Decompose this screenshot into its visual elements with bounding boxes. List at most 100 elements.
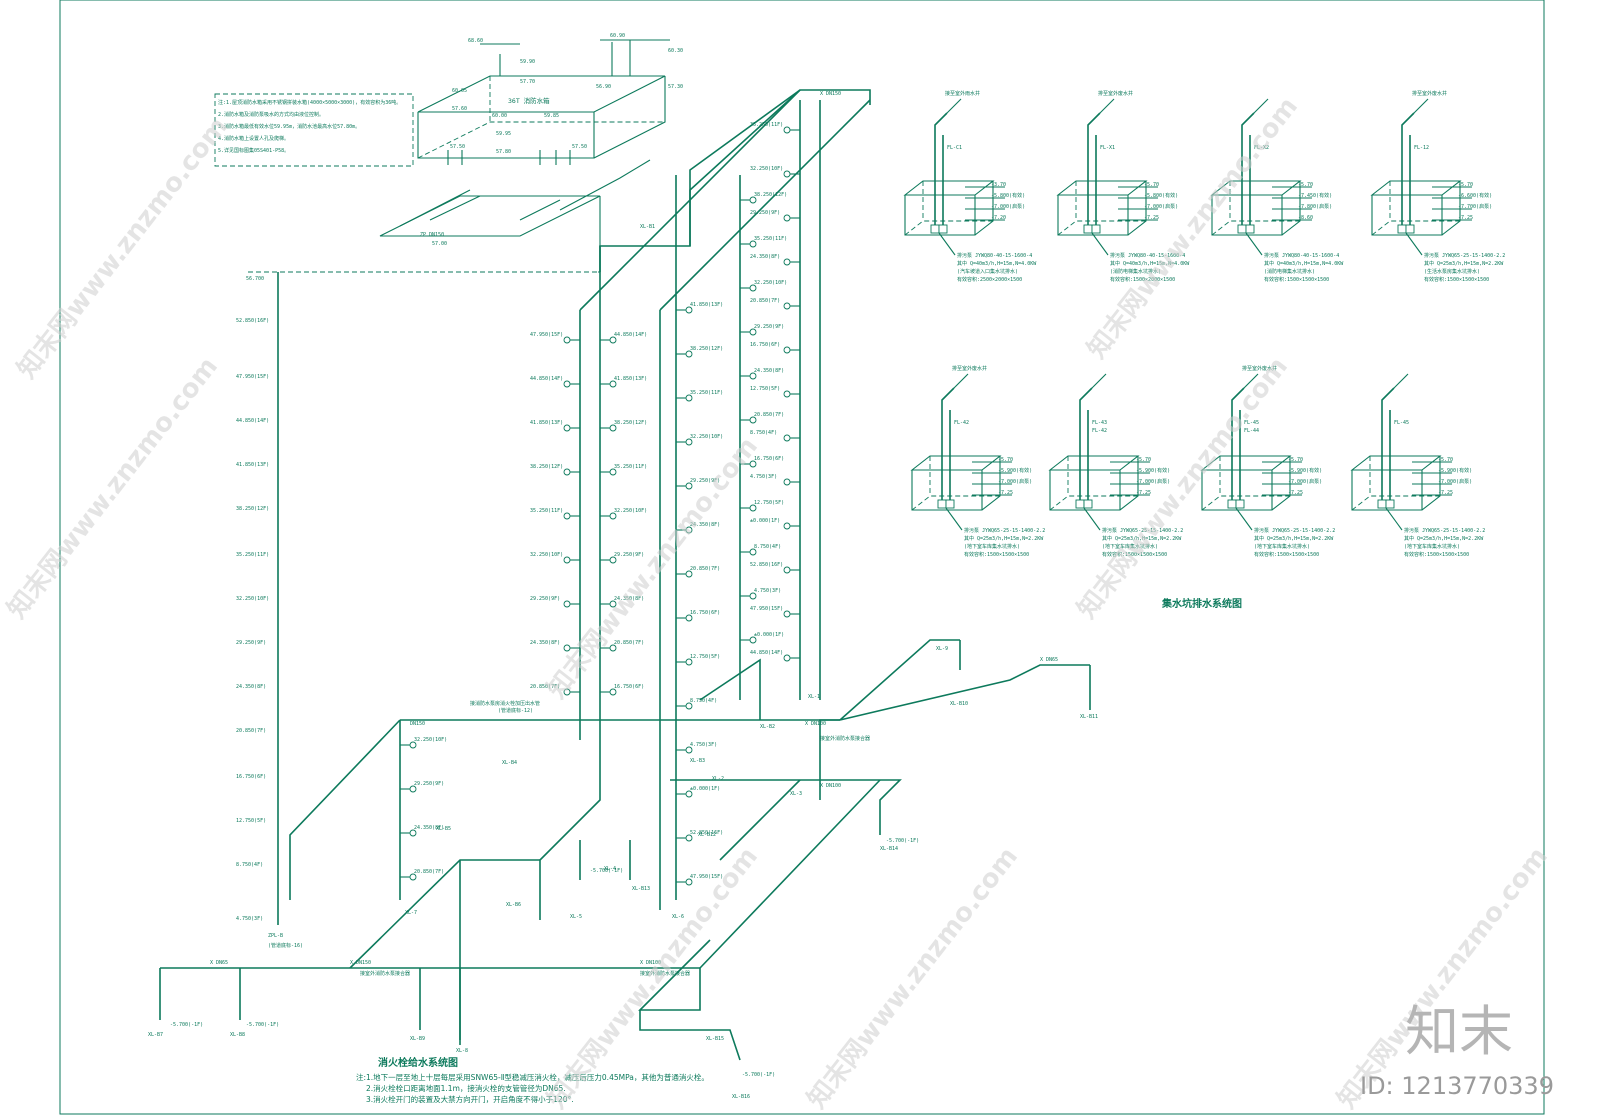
watermark-text: 知末网www.znzmo.com [1072,352,1294,624]
sump-title: 集水坑排水系统图 [1161,597,1242,610]
pit-outlet-note: 排至室外废水井 [1412,90,1447,97]
tank-level-0: 68.60 [468,38,483,44]
discharge-pipe [1413,98,1429,114]
floor-level-label: 32.250(10F) [754,280,787,286]
pit-level-label: -5.70 [1288,457,1303,463]
pit-top [1056,180,1148,196]
floor-level-label: 24.350(8F) [750,254,780,260]
floor-13: 8.750(4F) [236,862,263,868]
spec-leader [938,232,956,256]
pit-pump-spec: 有效容积:1500×1500×1500 [1254,551,1319,558]
floor-level-label: 32.250(10F) [614,508,647,514]
hydrant-icon [685,526,693,534]
floor-level-label: 29.250(9F) [750,210,780,216]
box-note-3: 4.消防水箱上设置人孔及爬梯。 [218,135,289,142]
hydrant-icon [609,600,617,608]
sump-pit-unit: -3.70-5.800(有效)-7.000(启泵)-7.20FL-C1接至室外雨… [903,90,1037,283]
floor-8: 29.250(9F) [236,640,266,646]
pit-level-label: -7.000(启泵) [1438,478,1472,485]
hydrant-icon [685,790,693,798]
pit-pump-spec: 排污泵 JYWQ80-40-15-1600-4 [957,252,1032,259]
riser-xl-b9: XL-B9 [410,1036,425,1042]
floor-level-label: 8.750(4F) [750,430,777,436]
hydrant-icon [783,258,791,266]
floor-level-label: 4.750(3F) [754,588,781,594]
pit-level-label: -3.70 [991,182,1006,188]
box-note-0: 注:1.屋顶消防水箱采用不锈钢拼装水箱(4000×5000×3000)，有效容积… [218,99,401,106]
pit-riser-id: FL-C1 [947,145,962,151]
hydrant-icon [783,126,791,134]
pit-level-label: -7.000(启泵) [1288,478,1322,485]
riser-id-zplb: ZPL-B [268,933,283,939]
hydrant-icon [685,438,693,446]
floor-level-label: 52.850(16F) [750,562,783,568]
riser-xl-6: XL-6 [672,914,684,920]
pit-hidden-edges [1057,181,1146,236]
floor-level-label: 47.950(15F) [690,874,723,880]
spec-leader [1235,507,1253,531]
hydrant-icon [685,658,693,666]
box-note-4: 5.详见国标图集05S401-P58。 [218,147,289,154]
floor-level-label: 20.850(7F) [614,640,644,646]
floor-level-label: 12.750(5F) [690,654,720,660]
riser-xl-b13: XL-B13 [632,886,650,892]
tank-level-6: 57.60 [452,106,467,112]
pump-icon [937,499,947,509]
pump-icon [1377,499,1387,509]
pit-level-label: -8.60 [1298,215,1313,221]
tank-outlet-piping: ZP DN150 [248,159,651,273]
pit-box [1057,181,1147,236]
hydrant-icon [685,834,693,842]
b-level-1: -5.700(-1F) [246,1022,279,1028]
tank-level-9: 59.95 [496,131,511,137]
pit-hidden-edges [904,181,993,236]
floor-level-label: 38.250(12F) [530,464,563,470]
riser-xl-9: XL-9 [936,646,948,652]
sump-pit-unit: -5.70-5.900(有效)-7.000(启泵)-7.25FL-42排至室外废… [910,365,1045,558]
hydrant-icon [749,592,757,600]
pump-riser [1241,112,1255,227]
discharge-pipe [946,98,962,114]
pit-box [1351,456,1441,511]
tank-level-5: 60.05 [452,88,467,94]
b-level-2: -5.700(-1F) [590,868,623,874]
floor-5: 38.250(12F) [236,506,269,512]
pit-outlet-note: 排至室外废水井 [952,365,987,372]
riser-xl-b12: XL-B12 [698,832,716,838]
pit-hidden-edges [911,456,1000,511]
floor-level-label: 8.750(4F) [754,544,781,550]
pit-pump-spec: 排污泵 JYWQ65-25-15-1400-2.2 [1254,527,1335,534]
discharge-pipe [1091,373,1107,389]
pump-icon [945,499,955,509]
pit-pump-spec: 有效容积:2500×2000×1500 [957,276,1022,283]
spec-leader [1405,232,1423,256]
floor-level-label: 35.250(11F) [750,122,783,128]
riser-xl-4: XL-4 [604,866,616,872]
sump-pit-unit: -5.70-5.800(有效)-7.000(启泵)-7.25FL-X1排至室外废… [1056,90,1190,283]
b-level-4: -5.700(-1F) [742,1072,775,1078]
hydrant-icon [563,468,571,476]
floor-level-label: 29.250(9F) [414,781,444,787]
pipe-note-1: 接室外消防水泵接合器 [820,735,870,742]
pit-level-label: -5.800(有效) [991,192,1025,199]
riser-xl-b11: XL-B11 [1080,714,1098,720]
hydrant-icon [783,566,791,574]
pit-level-label: -7.25 [1458,215,1473,221]
pit-pump-spec: 其中 Q=40m3/h,H=15m,N=4.0KW [1264,260,1344,267]
watermark-text: 知末网www.znzmo.com [2,352,224,624]
pit-pump-spec: 排污泵 JYWQ80-40-15-1600-4 [1264,252,1339,259]
floor-level-label: 16.750(6F) [750,342,780,348]
riser-xl-b7: XL-B7 [148,1032,163,1038]
pit-level-label: -5.70 [1136,457,1151,463]
pit-level-label: -7.000(启泵) [998,478,1032,485]
discharge-pipe [1243,373,1259,389]
hydrant-icon [609,556,617,564]
pipe-note-2: (管道底标-12) [498,707,533,714]
pump-icon [1237,224,1247,234]
pit-outlet-note: 排至室外废水井 [1098,90,1133,97]
pit-pump-spec: 排污泵 JYWQ65-25-15-1400-2.2 [1424,252,1505,259]
hydrant-icon [749,284,757,292]
pipe-note-0: 接消防水泵房消火栓加压出水管 [470,700,540,707]
